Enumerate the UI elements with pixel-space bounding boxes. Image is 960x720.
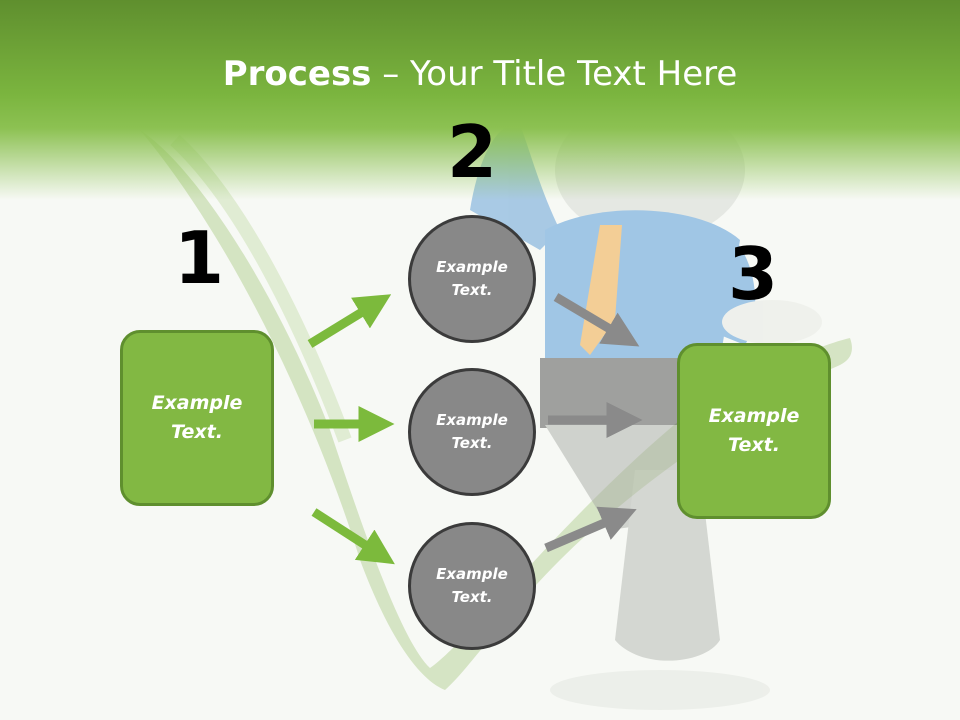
slide-title: Process – Your Title Text Here (0, 52, 960, 96)
circle-1-label: Example Text. (436, 258, 508, 299)
arrow-from-circle-3 (544, 506, 637, 553)
step-number-1: 1 (173, 216, 225, 300)
right-text-box: Example Text. (677, 343, 831, 519)
arrow-from-circle-1 (553, 293, 640, 347)
process-circle-1: Example Text. (408, 215, 536, 343)
left-text-box: Example Text. (120, 330, 274, 506)
right-box-label: Example Text. (708, 405, 800, 456)
step-number-2: 2 (446, 110, 498, 194)
process-circle-3: Example Text. (408, 522, 536, 650)
left-box-label: Example Text. (151, 392, 243, 443)
title-banner (0, 0, 960, 200)
step-number-3: 3 (727, 232, 779, 316)
title-bold: Process (222, 54, 372, 94)
circle-2-label: Example Text. (436, 411, 508, 452)
circle-3-label: Example Text. (436, 565, 508, 606)
arrow-to-circle-3 (311, 508, 395, 565)
process-circle-2: Example Text. (408, 368, 536, 496)
title-rest: – Your Title Text Here (371, 54, 738, 94)
arrow-to-circle-1 (307, 294, 392, 348)
